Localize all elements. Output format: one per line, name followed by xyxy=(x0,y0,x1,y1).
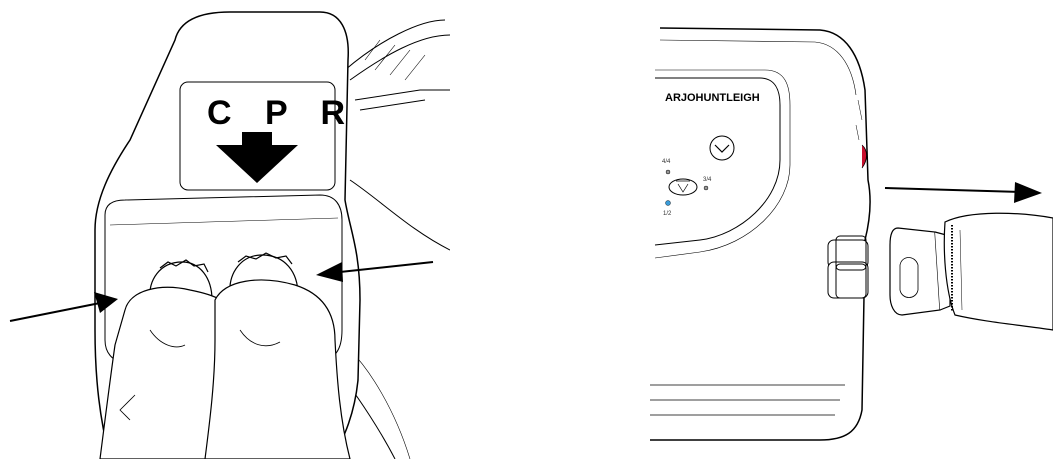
pull-arrow xyxy=(885,182,1042,203)
cpr-illustration-svg: C P R xyxy=(0,0,450,459)
cpr-label-text: C P R xyxy=(207,94,357,132)
connector-plug xyxy=(890,228,950,315)
port-lower xyxy=(828,262,868,298)
power-button xyxy=(710,136,734,160)
level-led-bottom xyxy=(666,201,671,206)
connector-ports xyxy=(828,236,868,298)
level-led-top xyxy=(666,170,670,174)
right-arrow-icon xyxy=(1014,182,1042,203)
bed-frame-outline xyxy=(345,20,450,459)
cpr-label-plate: C P R xyxy=(180,82,357,190)
hands xyxy=(100,280,350,459)
level-label-top: 4/4 xyxy=(662,159,671,165)
level-led-right xyxy=(704,186,708,190)
pump-illustration-svg: ARJOHUNTLEIGH 4/4 3/4 1/2 xyxy=(640,0,1053,459)
level-label-right: 3/4 xyxy=(703,177,712,183)
level-label-bottom: 1/2 xyxy=(663,211,672,217)
pump-unit-body xyxy=(650,28,870,440)
hand-holding-connector xyxy=(944,213,1053,330)
brand-label: ARJOHUNTLEIGH xyxy=(665,92,760,104)
connector-removal-illustration: ARJOHUNTLEIGH 4/4 3/4 1/2 xyxy=(640,0,1053,459)
cpr-release-illustration: C P R xyxy=(0,0,450,459)
